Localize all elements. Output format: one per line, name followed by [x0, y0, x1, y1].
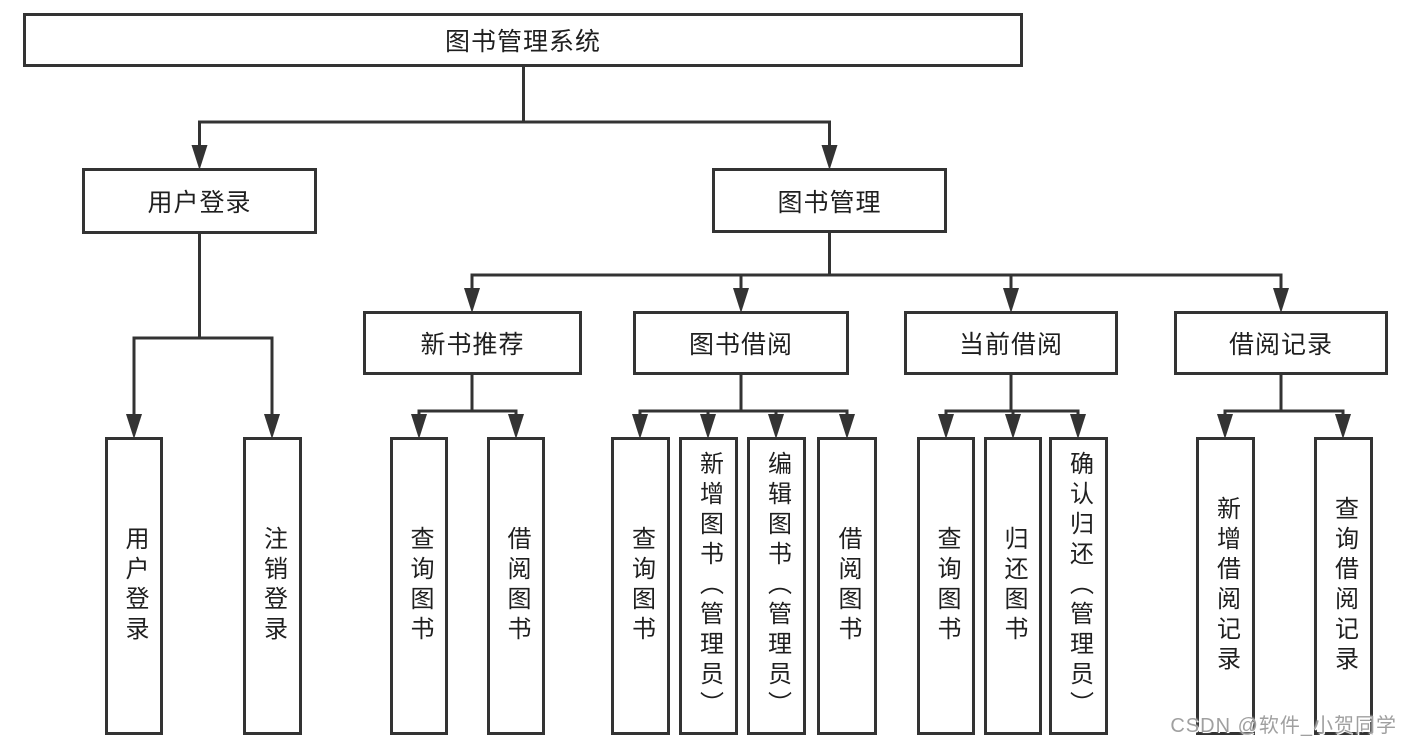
node-borrow-books-borrowing: 借阅图书 — [817, 437, 877, 735]
node-query-books-borrowing-label: 查询图书 — [627, 526, 655, 646]
node-confirm-return-admin-label: 确认归还（管理员） — [1065, 451, 1093, 721]
node-query-books-recommend: 查询图书 — [390, 437, 448, 735]
arrow-down-icon — [508, 414, 524, 439]
node-query-books-recommend-label: 查询图书 — [406, 526, 433, 646]
node-query-books-current-label: 查询图书 — [933, 526, 960, 646]
connector-book-mgmt-split — [470, 231, 1283, 295]
node-return-books-label: 归还图书 — [1000, 526, 1027, 646]
node-add-book-admin: 新增图书（管理员） — [679, 437, 738, 735]
arrow-down-icon — [1005, 414, 1021, 439]
node-current-borrowing: 当前借阅 — [904, 311, 1118, 375]
node-current-borrowing-label: 当前借阅 — [958, 331, 1063, 359]
arrow-down-icon — [1003, 288, 1019, 313]
node-edit-book-admin-label: 编辑图书（管理员） — [763, 451, 791, 721]
arrow-down-icon — [126, 414, 142, 439]
node-new-book-recommendation: 新书推荐 — [363, 311, 582, 375]
arrow-down-icon — [464, 288, 480, 313]
node-borrow-books-recommend-label: 借阅图书 — [503, 526, 530, 646]
node-user-login-group: 用户登录 — [82, 168, 317, 234]
node-query-borrow-record: 查询借阅记录 — [1314, 437, 1373, 735]
arrow-down-icon — [1335, 414, 1351, 439]
node-user-login: 用户登录 — [105, 437, 163, 735]
connector-new-book-split — [417, 373, 518, 422]
node-logout-label: 注销登录 — [259, 526, 287, 646]
node-add-book-admin-label: 新增图书（管理员） — [695, 451, 723, 721]
node-edit-book-admin: 编辑图书（管理员） — [747, 437, 806, 735]
node-system-root: 图书管理系统 — [23, 13, 1023, 67]
node-query-books-current: 查询图书 — [917, 437, 975, 735]
arrow-down-icon — [938, 414, 954, 439]
node-book-management-label: 图书管理 — [777, 188, 882, 217]
node-add-borrow-record-label: 新增借阅记录 — [1212, 496, 1240, 676]
arrow-down-icon — [264, 414, 280, 439]
node-book-borrowing-label: 图书借阅 — [688, 331, 793, 359]
node-query-borrow-record-label: 查询借阅记录 — [1330, 496, 1358, 676]
node-borrowing-records: 借阅记录 — [1174, 311, 1388, 375]
connector-user-login-split — [132, 232, 274, 420]
arrow-down-icon — [700, 414, 716, 439]
node-query-books-borrowing: 查询图书 — [611, 437, 670, 735]
node-borrow-books-recommend: 借阅图书 — [487, 437, 545, 735]
arrow-down-icon — [632, 414, 648, 439]
arrow-down-icon — [411, 414, 427, 439]
node-new-book-recommendation-label: 新书推荐 — [420, 331, 525, 359]
arrow-down-icon — [1273, 288, 1289, 313]
arrow-down-icon — [191, 145, 208, 170]
node-add-borrow-record: 新增借阅记录 — [1196, 437, 1255, 735]
csdn-watermark: CSDN @软件_小贺同学 — [1170, 715, 1397, 737]
node-borrow-books-borrowing-label: 借阅图书 — [834, 526, 861, 646]
connector-root-split — [198, 65, 831, 152]
node-borrowing-records-label: 借阅记录 — [1228, 331, 1333, 359]
connector-current-borrow-split — [944, 373, 1080, 422]
node-book-borrowing: 图书借阅 — [633, 311, 849, 375]
connector-borrow-records-split — [1223, 373, 1345, 422]
node-user-login-group-label: 用户登录 — [147, 189, 252, 217]
node-system-root-label: 图书管理系统 — [444, 28, 601, 56]
arrow-down-icon — [839, 414, 855, 439]
node-confirm-return-admin: 确认归还（管理员） — [1049, 437, 1108, 735]
node-logout: 注销登录 — [243, 437, 302, 735]
node-book-management: 图书管理 — [712, 168, 947, 233]
node-return-books: 归还图书 — [984, 437, 1042, 735]
arrow-down-icon — [1070, 414, 1086, 439]
arrow-down-icon — [733, 288, 749, 313]
node-user-login-label: 用户登录 — [121, 526, 148, 646]
arrow-down-icon — [821, 145, 838, 170]
arrow-down-icon — [1217, 414, 1233, 439]
connector-book-borrow-split — [638, 373, 849, 422]
arrow-down-icon — [768, 414, 784, 439]
